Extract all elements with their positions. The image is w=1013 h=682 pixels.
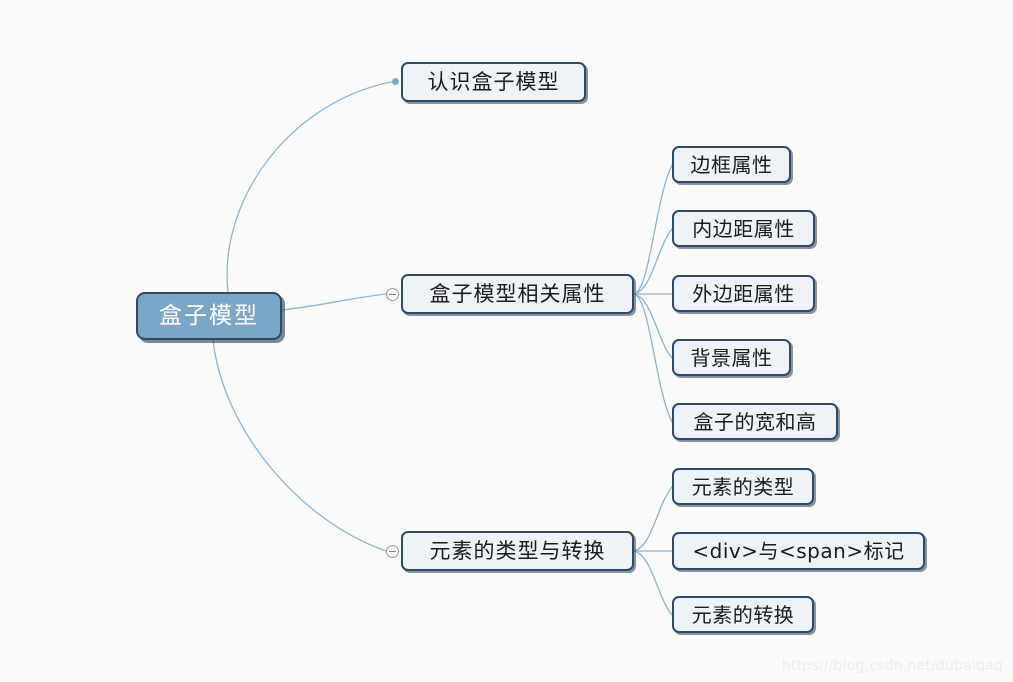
node-label: 盒子的宽和高 <box>693 409 817 434</box>
mindmap-node-leaf-3-3[interactable]: 元素的转换 <box>672 596 814 633</box>
mindmap-node-root[interactable]: 盒子模型 <box>136 292 282 340</box>
mindmap-edge <box>212 339 387 552</box>
node-label: 盒子模型 <box>159 302 259 329</box>
mindmap-edge <box>633 486 673 552</box>
mindmap-node-leaf-2-1[interactable]: 边框属性 <box>672 146 791 183</box>
mindmap-edge <box>281 293 387 311</box>
node-label: 盒子模型相关属性 <box>429 281 606 306</box>
collapse-toggle-b3[interactable] <box>386 545 399 558</box>
mindmap-edge <box>226 80 397 293</box>
mindmap-node-branch-1[interactable]: 认识盒子模型 <box>401 62 586 102</box>
mindmap-node-leaf-2-3[interactable]: 外边距属性 <box>672 275 815 312</box>
mindmap-node-leaf-2-5[interactable]: 盒子的宽和高 <box>672 403 838 440</box>
mindmap-edge <box>633 164 673 295</box>
mindmap-node-branch-3[interactable]: 元素的类型与转换 <box>401 531 634 571</box>
edge-endpoint-dot-b1 <box>392 78 399 85</box>
mindmap-edge <box>633 293 673 359</box>
mindmap-edge <box>633 228 673 295</box>
node-label: 元素的类型 <box>691 474 795 499</box>
mindmap-edge <box>633 293 673 423</box>
node-label: 背景属性 <box>690 345 773 370</box>
node-label: 边框属性 <box>690 152 773 177</box>
mindmap-node-leaf-3-1[interactable]: 元素的类型 <box>672 468 814 505</box>
node-label: 认识盒子模型 <box>427 69 560 94</box>
mindmap-edge <box>633 550 673 616</box>
mindmap-node-leaf-3-2[interactable]: <div>与<span>标记 <box>672 532 925 570</box>
watermark: https://blog.csdn.net/dubaiqaq <box>781 658 1003 674</box>
node-label: <div>与<span>标记 <box>692 539 905 563</box>
mindmap-node-branch-2[interactable]: 盒子模型相关属性 <box>401 274 634 314</box>
mindmap-node-leaf-2-2[interactable]: 内边距属性 <box>672 210 815 247</box>
node-label: 外边距属性 <box>692 281 795 306</box>
collapse-toggle-b2[interactable] <box>386 288 399 301</box>
node-label: 内边距属性 <box>692 216 795 241</box>
node-label: 元素的类型与转换 <box>429 538 606 563</box>
node-label: 元素的转换 <box>691 602 795 627</box>
mindmap-node-leaf-2-4[interactable]: 背景属性 <box>672 339 791 376</box>
